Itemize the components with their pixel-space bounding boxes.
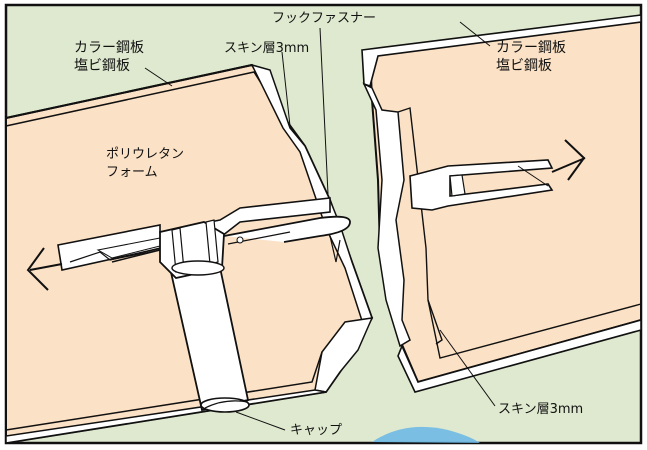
left-panel [5,63,374,445]
right-panel [361,14,642,393]
leader-skin-bottom [439,329,496,407]
label-left-sheet-line1: カラー鋼板 [74,40,144,56]
label-hook-fastener: フックファスナー [272,11,376,26]
right-rail-block [449,174,466,197]
right-skin-edge [362,82,411,348]
right-bottom-skin [427,299,642,359]
right-arrow-shaft [551,157,586,173]
left-bottom-skin [5,351,323,431]
label-left-sheet-line2: 塩ビ鋼板 [74,58,130,74]
label-foam-line2: フォーム [106,165,158,180]
hook-rod-left [111,249,161,263]
label-skin-bottom: スキン層3mm [498,402,583,417]
label-skin-top: スキン層3mm [224,41,309,56]
label-foam-line1: ポリウレタン [106,147,184,162]
left-top-sheet [5,64,253,119]
right-rail-hatch [517,165,549,187]
accent-shape [372,426,480,443]
hook-pin [236,236,244,244]
leader-right-sheet [459,21,491,47]
cap-ellipse [200,397,250,413]
right-foam-core [368,18,642,384]
right-rail-channel [409,159,554,211]
left-arrow-head [26,247,49,291]
right-arrow-head [564,139,586,181]
leader-lines [144,21,496,431]
left-skin-edge [250,63,342,229]
fastener-clamp-right [205,219,219,265]
label-cap: キャップ [290,423,342,438]
left-rail-inner [69,247,161,263]
label-right-sheet-line1: カラー鋼板 [496,40,566,56]
hook-tip [329,235,341,263]
cap-line [204,400,249,409]
leader-hook [319,27,329,195]
leader-left-sheet [144,67,173,87]
leader-cap [235,411,286,431]
leader-skin-top [281,51,291,127]
label-right-sheet-line2: 塩ビ鋼板 [496,58,552,74]
right-bottom-sheet [397,318,642,393]
fastener-collar [171,260,225,276]
left-arrow-shaft [29,263,63,271]
right-inner-skin [397,107,443,345]
hook-loop [223,215,351,243]
